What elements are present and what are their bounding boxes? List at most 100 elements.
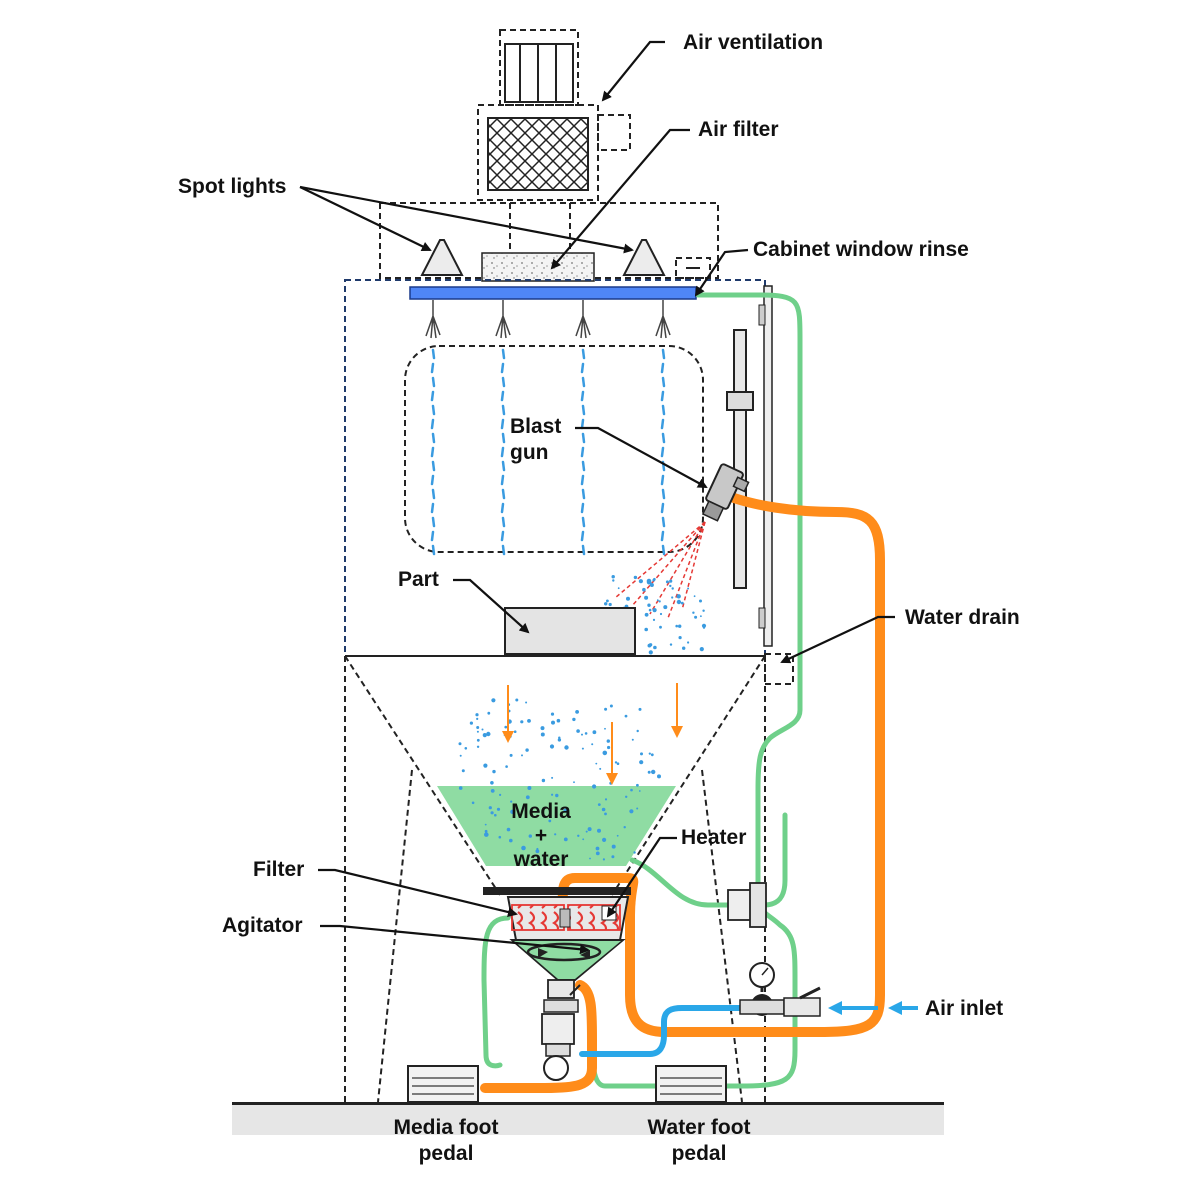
spray-drop (500, 362, 505, 374)
media-particle (595, 846, 600, 851)
rinse-nozzle (655, 300, 671, 339)
floor (232, 1102, 944, 1135)
blast-particle (611, 575, 615, 579)
spray-drop (501, 404, 506, 416)
media-particle (633, 851, 636, 854)
blast-stream-line (681, 521, 706, 611)
blast-particle (693, 595, 696, 598)
spray-drop (500, 502, 505, 514)
blast-particle (680, 601, 684, 605)
spray-drop (661, 488, 666, 500)
blast-particle (638, 579, 644, 584)
blast-particle (699, 647, 704, 652)
spray-drop (430, 362, 435, 374)
media-particle (490, 789, 495, 793)
label-leaders (299, 40, 895, 955)
blast-particle (653, 645, 657, 650)
media-particle (505, 765, 508, 768)
spray-drop (431, 516, 436, 528)
label-media-water-line1: Media (511, 800, 571, 823)
media-particle (503, 734, 506, 736)
water-valve (727, 882, 767, 928)
rinse-nozzle (495, 300, 511, 339)
media-particle (592, 784, 597, 789)
spray-drop (581, 348, 586, 360)
label-media-water-line2: + (535, 824, 547, 847)
label-media-water-line3: water (513, 848, 569, 871)
media-particle (471, 801, 475, 805)
media-particle (584, 732, 588, 735)
labels: Air ventilation Air filter Spot lights C… (178, 31, 1020, 1165)
spray-drop (661, 376, 666, 388)
blast-particle (608, 602, 612, 607)
media-particle (484, 823, 487, 826)
media-particle (572, 717, 576, 722)
media-particle (573, 781, 575, 784)
media-particle (535, 849, 540, 854)
media-particle (550, 712, 555, 716)
media-particle (484, 832, 489, 837)
media-particle (581, 747, 584, 750)
media-particle (499, 793, 502, 797)
blast-particle (647, 643, 652, 648)
spray-drop (500, 530, 505, 542)
spray-drop (430, 530, 435, 542)
label-filter: Filter (253, 858, 304, 881)
rinse-nozzle (425, 300, 441, 339)
label-heater: Heater (681, 826, 746, 849)
media-particle (604, 727, 606, 730)
media-particle (548, 819, 552, 823)
media-particle (651, 769, 656, 775)
media-particle (527, 786, 532, 790)
spray-drop (431, 460, 436, 472)
label-water-drain: Water drain (905, 606, 1020, 629)
cabinet-window-rinse-bar (409, 286, 697, 300)
blast-particle (699, 599, 702, 603)
media-particle (461, 769, 465, 773)
media-particle (563, 808, 568, 813)
blast-particle (642, 587, 646, 592)
media-particle (611, 855, 615, 859)
media-particle (577, 834, 580, 837)
label-water-foot-pedal-line1: Water foot (647, 1116, 750, 1139)
media-particle (549, 744, 555, 749)
media-particle (591, 743, 594, 746)
spray-drop (501, 376, 506, 388)
media-particle (486, 731, 491, 737)
blast-particle (687, 641, 690, 644)
media-particle (509, 753, 513, 757)
media-particle (657, 774, 661, 779)
spray-drop (581, 488, 586, 500)
media-particle (458, 742, 462, 746)
media-particle (636, 783, 639, 787)
media-particle (604, 798, 608, 801)
media-particle (540, 732, 545, 737)
water-foot-pedal (655, 1065, 727, 1103)
blast-particle (675, 624, 678, 628)
media-particle (496, 807, 501, 811)
filter-housing (477, 104, 631, 201)
media-particle (607, 745, 611, 750)
spray-drop (660, 446, 665, 458)
media-particle (582, 838, 585, 841)
blast-particle (612, 579, 615, 582)
label-air-inlet: Air inlet (925, 997, 1003, 1020)
media-particle (551, 793, 554, 796)
spray-drop (430, 502, 435, 514)
media-particle (506, 827, 511, 832)
media-particle (647, 770, 651, 774)
media-particle (564, 745, 569, 750)
media-particle (557, 738, 562, 742)
blast-particle (671, 587, 674, 590)
blast-particle (649, 583, 654, 587)
blast-particle (702, 609, 705, 612)
blast-particle (652, 618, 656, 622)
spray-drop (580, 446, 585, 458)
gun-rail (726, 285, 773, 647)
spray-drop (660, 362, 665, 374)
spray-drop (581, 460, 586, 472)
spray-drop (661, 404, 666, 416)
blast-particle (659, 612, 663, 616)
media-particle (638, 790, 641, 792)
media-particle (491, 698, 496, 703)
